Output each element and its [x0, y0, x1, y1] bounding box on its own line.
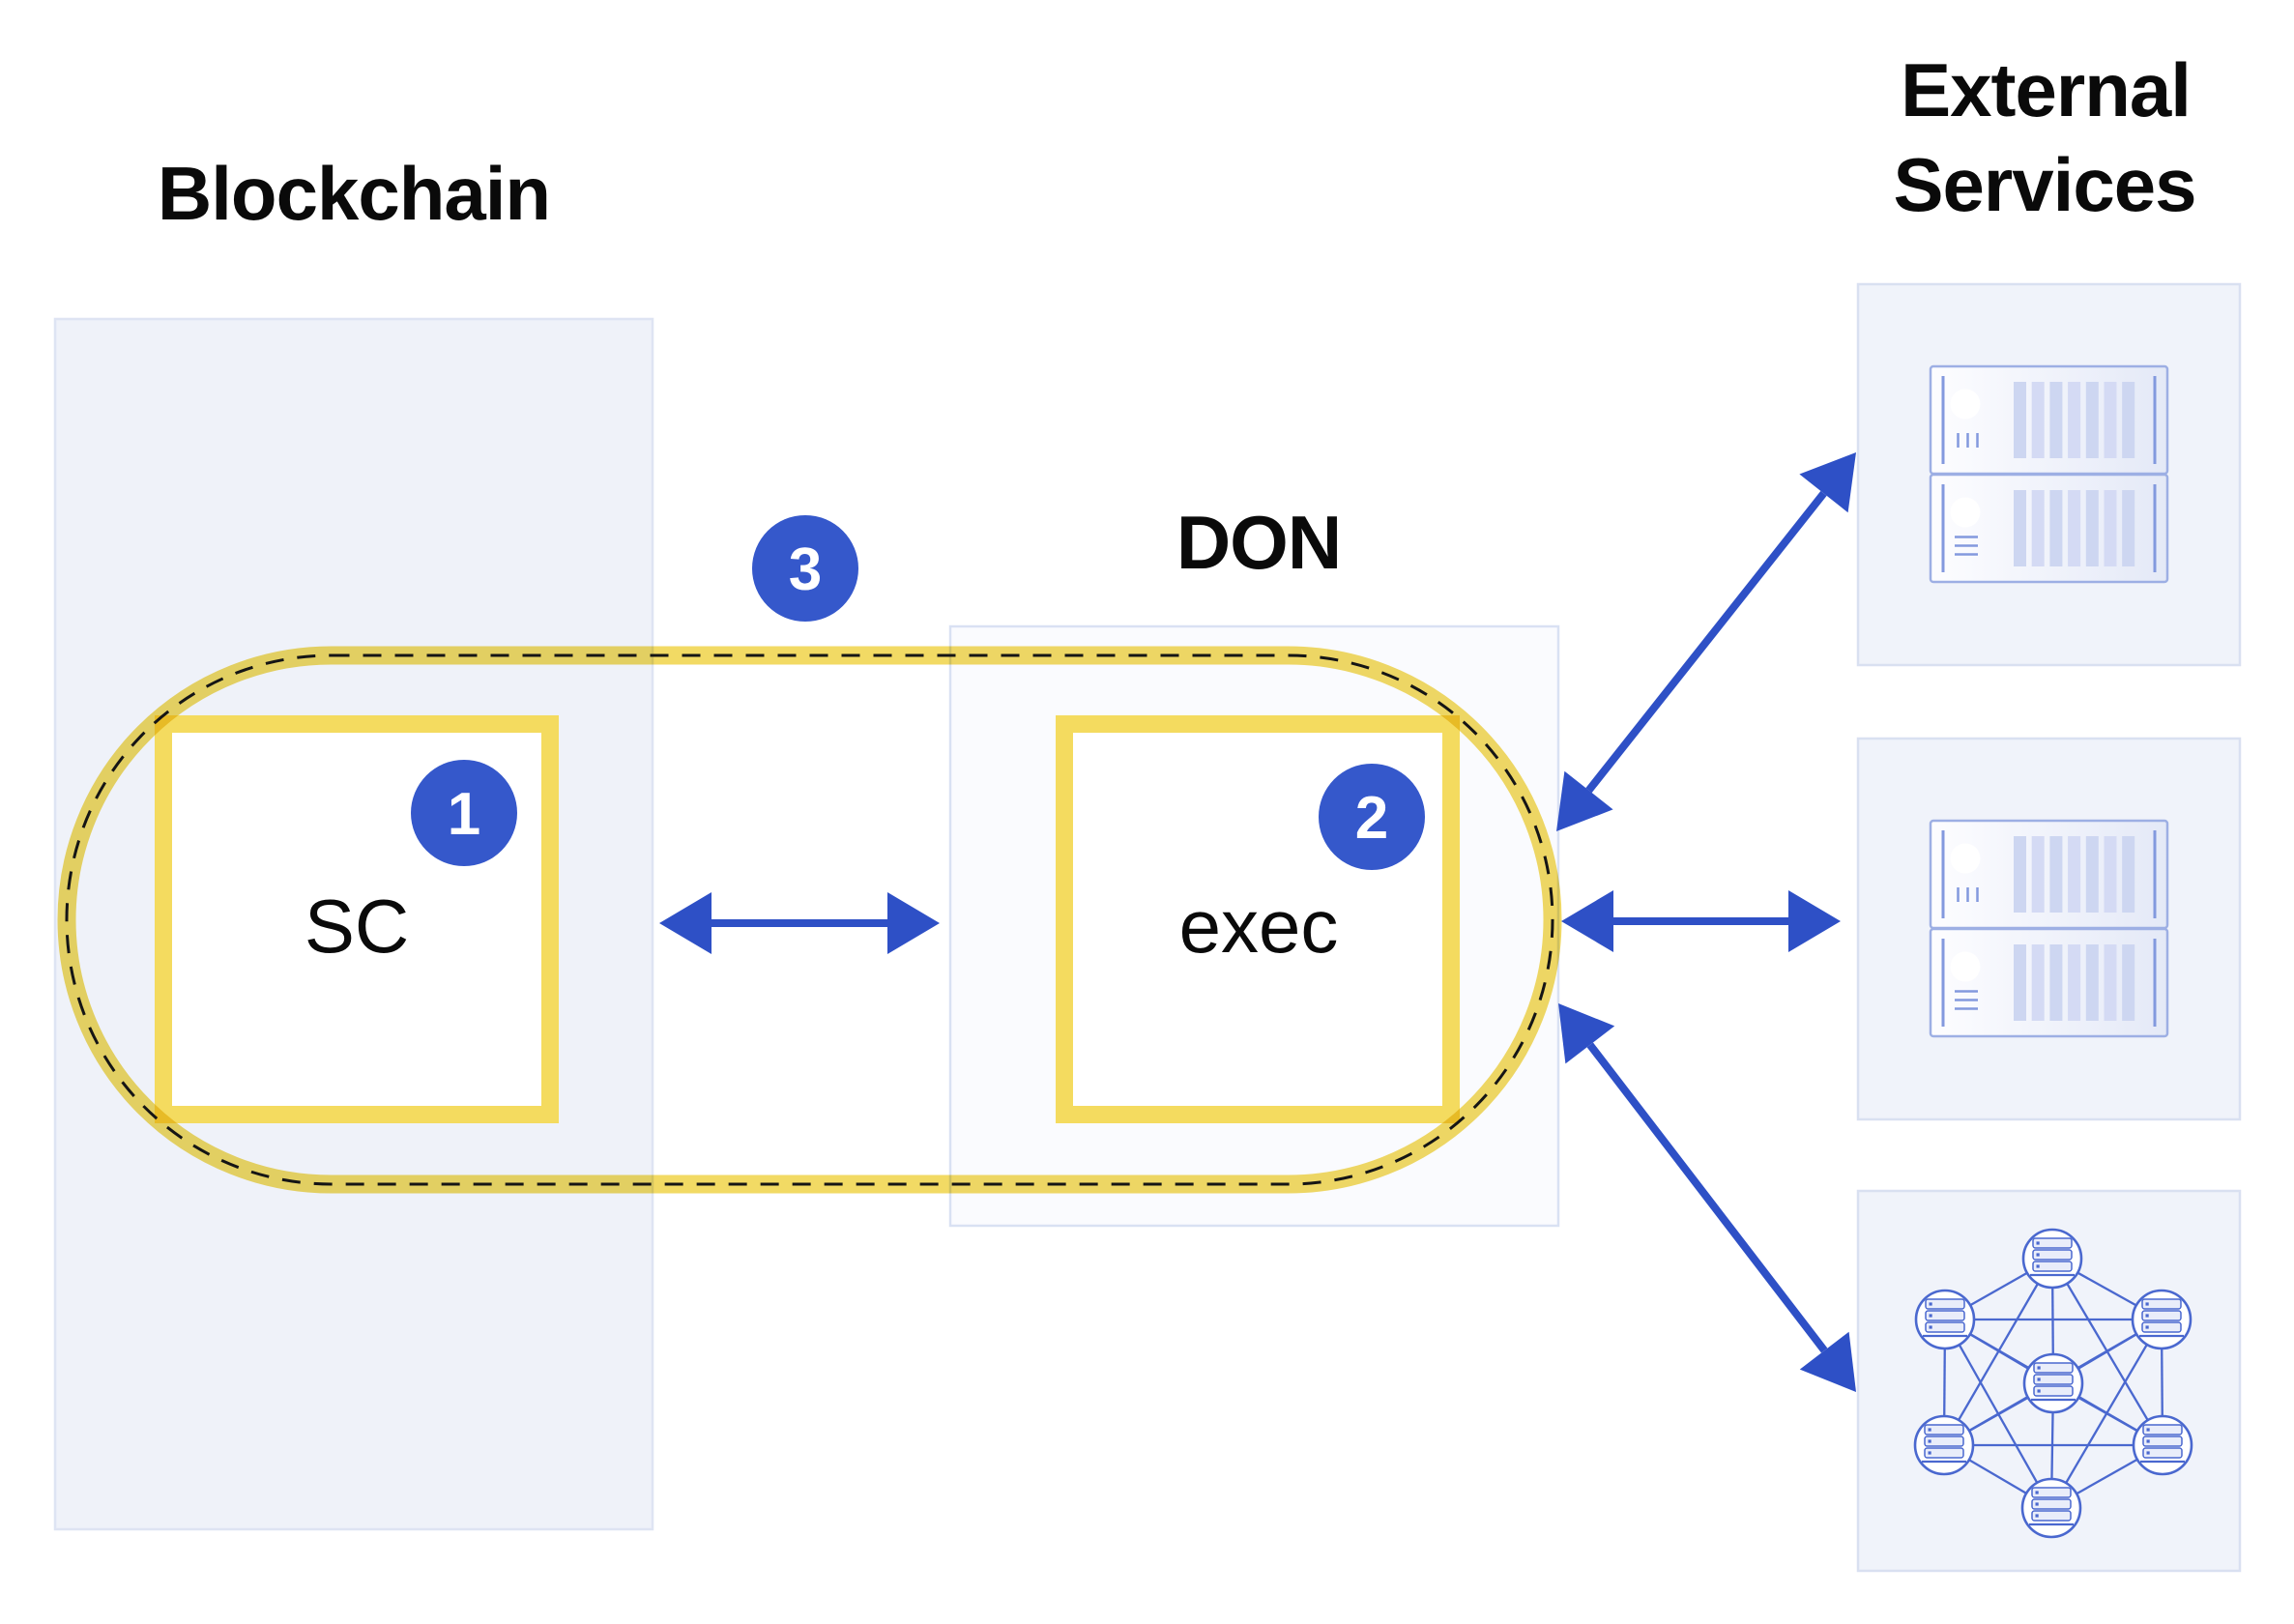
node-network-icon	[1915, 1230, 2192, 1537]
step-badge-2: 2	[1319, 764, 1425, 870]
don-title: DON	[1176, 500, 1341, 585]
blockchain-title: Blockchain	[158, 151, 550, 236]
step-badge-1: 1	[411, 760, 517, 866]
don-to-service-top-arrow	[1556, 452, 1856, 831]
sc-label: SC	[305, 884, 409, 969]
mesh-node	[2133, 1290, 2191, 1348]
sc-exec-arrow	[659, 892, 940, 954]
don-to-service-middle-arrow	[1561, 890, 1841, 952]
mesh-node	[1915, 1416, 1973, 1474]
external-services-title-line2: Services	[1894, 142, 2196, 227]
mesh-node	[2134, 1416, 2192, 1474]
request-loop-capsule	[57, 646, 1562, 1194]
badge-2-number: 2	[1355, 785, 1388, 852]
dashed-loop-line	[65, 653, 1554, 1186]
badge-1-number: 1	[448, 781, 480, 848]
badge-3-number: 3	[789, 536, 822, 603]
mesh-node	[1916, 1290, 1974, 1348]
external-services-title-line1: External	[1901, 47, 2191, 132]
server-rack-icon-top	[1931, 366, 2167, 582]
exec-label: exec	[1179, 884, 1339, 969]
arrows-layer	[659, 452, 1856, 1392]
mesh-node	[2023, 1230, 2081, 1288]
mesh-node	[2024, 1354, 2082, 1412]
mesh-node	[2022, 1479, 2080, 1537]
don-to-service-bottom-arrow	[1558, 1003, 1856, 1392]
step-badge-3: 3	[752, 515, 858, 622]
server-rack-icon-middle	[1931, 821, 2167, 1036]
